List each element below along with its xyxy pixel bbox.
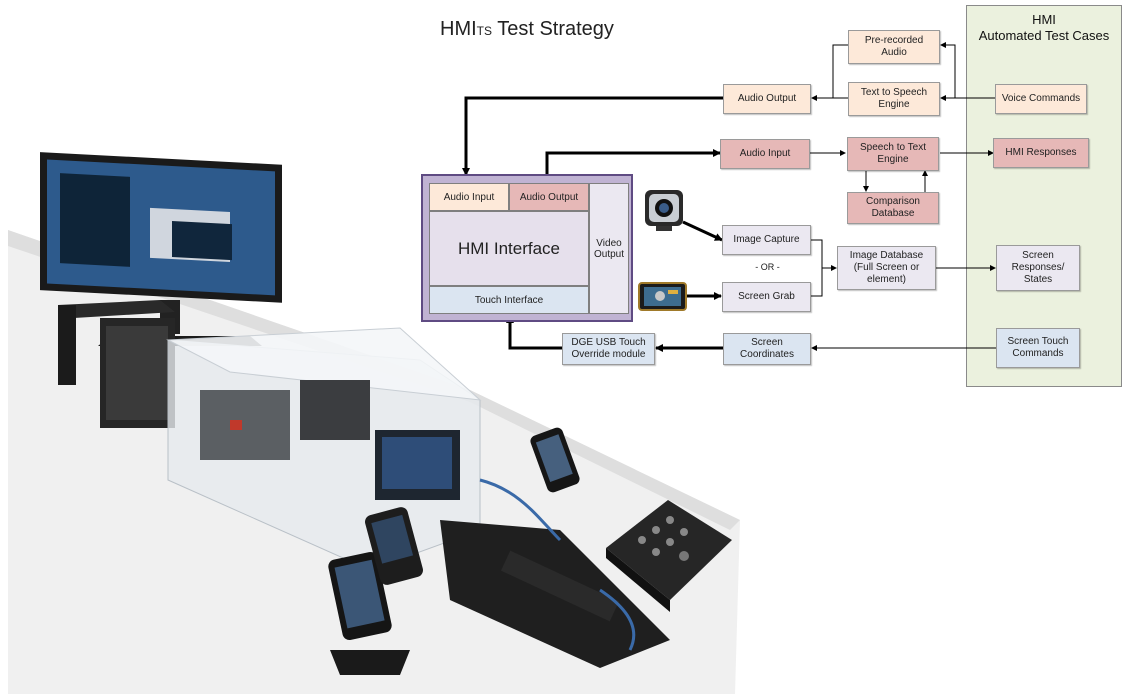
dge-usb-touch-box: DGE USB Touch Override module bbox=[562, 333, 655, 365]
diagram-title: HMITS Test Strategy bbox=[440, 18, 614, 40]
comparison-database-box: Comparison Database bbox=[847, 192, 939, 224]
image-capture-box: Image Capture bbox=[722, 225, 811, 255]
image-database-box: Image Database (Full Screen or element) bbox=[837, 246, 936, 290]
control-panel bbox=[606, 500, 732, 612]
arrow-dge-to-touch bbox=[506, 315, 562, 350]
hmi-responses-box: HMI Responses bbox=[993, 138, 1089, 168]
audio-output-box: Audio Output bbox=[723, 84, 811, 114]
hmi-interface-label: HMI Interface bbox=[429, 211, 589, 286]
table-edge bbox=[8, 230, 740, 530]
screen-grab-icon bbox=[638, 282, 687, 311]
hmi-touch-interface: Touch Interface bbox=[429, 286, 589, 314]
prerecorded-audio-box: Pre-recorded Audio bbox=[848, 30, 940, 64]
automated-test-cases-panel: HMI Automated Test Cases bbox=[966, 5, 1122, 387]
screen-touch-commands-box: Screen Touch Commands bbox=[996, 328, 1080, 368]
screen-responses-box: Screen Responses/ States bbox=[996, 245, 1080, 291]
arrow-voice-to-prerecorded bbox=[940, 42, 956, 98]
panel-title: HMI Automated Test Cases bbox=[978, 12, 1110, 43]
screen-coordinates-box: Screen Coordinates bbox=[723, 333, 811, 365]
line-prerecorded-join bbox=[832, 44, 848, 98]
hmi-interface-block: Audio Input Audio Output HMI Interface V… bbox=[421, 174, 633, 322]
arrow-hmi-to-audio-in bbox=[545, 149, 721, 183]
cables bbox=[479, 478, 636, 651]
pc-tower bbox=[58, 300, 175, 428]
or-label: - OR - bbox=[755, 262, 780, 272]
audio-input-box: Audio Input bbox=[720, 139, 810, 169]
screen-grab-box: Screen Grab bbox=[722, 282, 811, 312]
line-capture-join bbox=[811, 239, 823, 297]
voice-commands-box: Voice Commands bbox=[995, 84, 1087, 114]
arrow-audio-out-to-hmi bbox=[462, 96, 723, 176]
camera-rail bbox=[500, 550, 620, 622]
hmi-audio-output: Audio Output bbox=[509, 183, 589, 211]
webcam-icon bbox=[645, 190, 683, 231]
text-to-speech-box: Text to Speech Engine bbox=[848, 82, 940, 116]
hmi-video-output: Video Output bbox=[589, 183, 629, 314]
hmi-audio-input: Audio Input bbox=[429, 183, 509, 211]
speech-to-text-box: Speech to Text Engine bbox=[847, 137, 939, 171]
arrow-webcam-to-capture bbox=[682, 220, 723, 242]
phone-stands bbox=[328, 427, 580, 675]
